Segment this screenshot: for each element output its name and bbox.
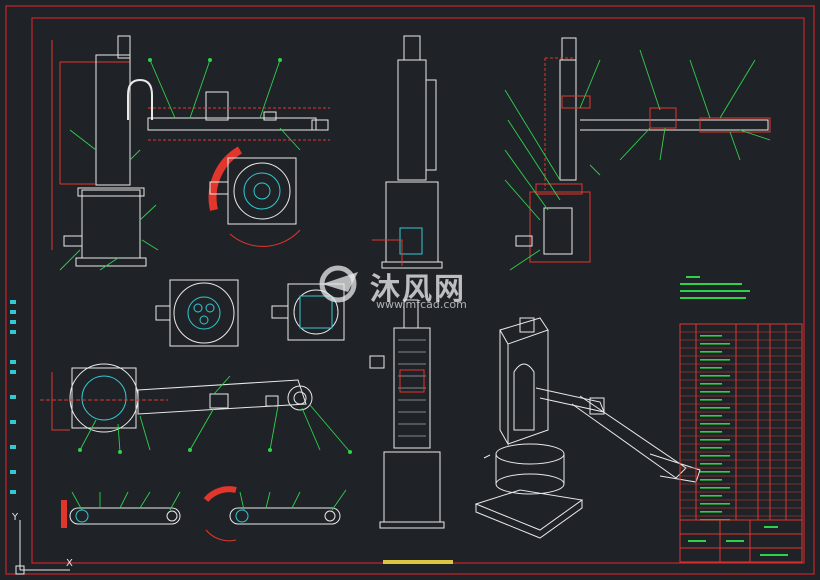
parts-list-cell-text xyxy=(700,399,722,401)
parts-list-cell-text xyxy=(700,495,722,497)
isometric-view xyxy=(474,317,701,539)
parts-list-cell-text xyxy=(700,375,730,377)
parts-list-cell-text xyxy=(700,487,730,489)
parts-list-cell-text xyxy=(700,335,722,337)
parts-list-cell-text xyxy=(700,359,730,361)
parts-list-cell-text xyxy=(700,511,722,513)
parts-list-cell-text xyxy=(700,447,722,449)
section-view xyxy=(504,37,771,271)
parts-list-cell-text xyxy=(700,439,730,441)
detail-view-left xyxy=(155,279,239,347)
title-block xyxy=(679,519,803,563)
parts-list-cell-text xyxy=(700,343,730,345)
link-detail-left xyxy=(61,491,181,528)
parts-list-cell-text xyxy=(700,383,722,385)
link-detail-right xyxy=(203,486,347,542)
margin-marks xyxy=(10,300,16,494)
parts-list-cell-text xyxy=(700,503,730,505)
base-top-view xyxy=(208,146,301,247)
ucs-y-label: Y xyxy=(11,512,19,523)
arm-plan-view xyxy=(40,363,352,454)
parts-list-cell-text xyxy=(700,391,730,393)
parts-list-cell-text xyxy=(700,407,730,409)
parts-list-cell-text xyxy=(700,463,722,465)
drawing-title-bar xyxy=(383,560,453,564)
column-section-view xyxy=(369,299,445,529)
parts-list-cell-text xyxy=(700,367,722,369)
parts-list-cell-text xyxy=(700,423,730,425)
technical-notes xyxy=(680,276,750,299)
ucs-axis-icon xyxy=(15,520,70,575)
detail-view-right xyxy=(271,283,345,341)
front-elevation-view xyxy=(51,35,330,271)
parts-list-cell-text xyxy=(700,455,730,457)
parts-list-cell-text xyxy=(700,431,722,433)
parts-list-cell-text xyxy=(700,471,730,473)
side-elevation-view xyxy=(372,35,443,269)
parts-list-cell-text xyxy=(700,351,722,353)
parts-list-table xyxy=(679,323,803,563)
parts-list-cell-text xyxy=(700,479,722,481)
ucs-x-label: X xyxy=(66,558,73,569)
parts-list-cell-text xyxy=(700,415,722,417)
parts-list-rows xyxy=(680,331,802,521)
